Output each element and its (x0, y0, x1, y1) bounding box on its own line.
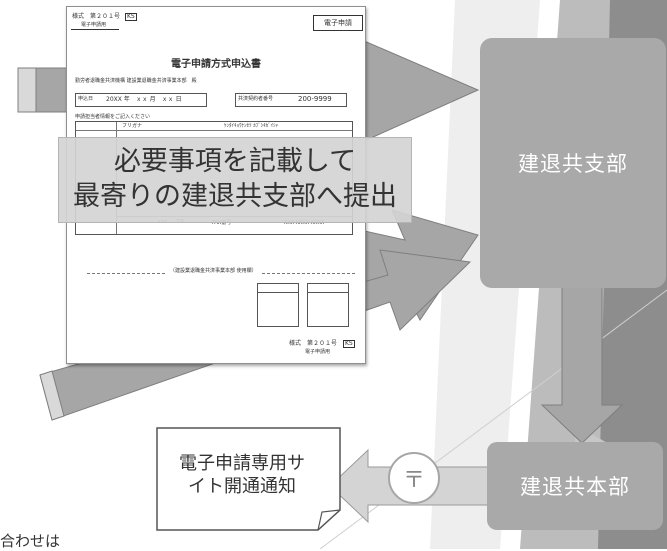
office-use-label: （建設業退職金共済事業本部 使用欄） (167, 269, 260, 274)
footer-form-sub: 電子申請用 (305, 349, 331, 355)
instruction-callout: 必要事項を記載して 最寄りの建退共支部へ提出 (58, 137, 412, 223)
branch-office-label: 建退共支部 (518, 152, 628, 176)
footer-form-number: 様式 第２０１号 (289, 340, 338, 347)
postal-mark-icon: 〒 (388, 452, 440, 504)
stamp-box-2 (307, 283, 349, 327)
callout-line-1: 必要事項を記載して (113, 146, 357, 177)
form-sub: 電子申請用 (81, 22, 107, 28)
furigana-value: ｹﾝﾀｲｷｮｳｹﾝｾﾂ ｶﾌﾞｼｷｶﾞｲｼｬ (224, 123, 279, 129)
head-office-label: 建退共本部 (520, 475, 630, 499)
bottom-text: 合わせは (0, 532, 61, 550)
footer-form-box: KS (343, 340, 355, 348)
notice-doc (156, 427, 341, 531)
furigana-label: フリガナ (122, 123, 143, 129)
decor-line (319, 289, 667, 549)
head-office-box: 建退共本部 (487, 442, 663, 530)
stamp-box-1 (257, 283, 299, 327)
date-field: 申込日 20XX 年 ｘｘ 月 ｘｘ 日 (75, 93, 207, 107)
section-label: 申請担当者情報をご記入ください (75, 114, 151, 120)
fax-value: XXX-XXXX-XXXX (284, 220, 325, 226)
arrow-bottom-stripe (39, 370, 65, 421)
notice-line-2: イト開通通知 (188, 476, 296, 497)
form-title: 電子申請方式申込書 (171, 59, 261, 70)
arrow-top-stripe (17, 67, 37, 113)
notice-doc-fold (317, 509, 341, 531)
arrow-down (540, 285, 624, 444)
callout-line-2: 最寄りの建退共支部へ提出 (73, 181, 397, 212)
fax-label: FAX番号 (212, 220, 232, 226)
form-number-box: KS (125, 13, 137, 21)
registration-field: 共済契約者番号 200-9999 (235, 93, 347, 107)
form-number-rule (71, 29, 119, 30)
form-number: 様式 第２０１号 (72, 13, 121, 20)
e-application-stamp: 電子申請 (313, 15, 363, 31)
notice-text: 電子申請専用サ イト開通通知 (162, 452, 322, 498)
notice-line-1: 電子申請専用サ (179, 453, 305, 474)
form-addressee: 勤労者退職金共済機構 建設業退職金共済事業本部 殿 (75, 78, 197, 84)
branch-office-box: 建退共支部 (480, 38, 666, 288)
